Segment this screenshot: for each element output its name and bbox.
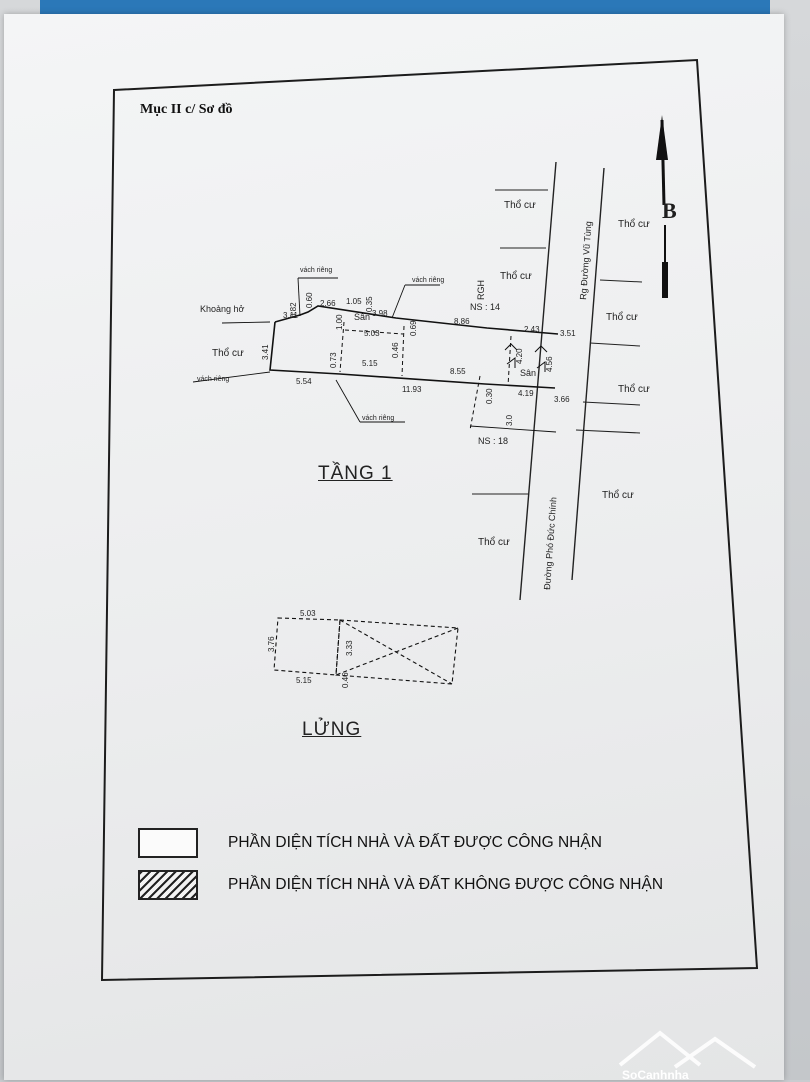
- dim-label: 1.05: [346, 297, 362, 306]
- label-tho-cu: Thổ cư: [212, 347, 244, 359]
- lot-outline: [269, 305, 559, 389]
- dim-label: 5.15: [296, 676, 312, 685]
- label-tho-cu: Thổ cư: [478, 536, 510, 548]
- watermark-house-icon: [618, 1030, 757, 1069]
- dim-label: 5.54: [296, 377, 312, 386]
- legend-item-not-recognized: PHẦN DIỆN TÍCH NHÀ VÀ ĐẤT KHÔNG ĐƯỢC CÔN…: [138, 870, 663, 900]
- dim-label: 8.86: [454, 317, 470, 326]
- dim-label: 0.60: [305, 292, 314, 308]
- mezzanine-caption: LỬNG: [302, 719, 362, 740]
- section-title: Mục II c/ Sơ đồ: [140, 102, 233, 117]
- dim-label: 0.30: [485, 388, 494, 404]
- label-tho-cu: Thổ cư: [602, 489, 634, 501]
- label-rgh: RGH: [476, 280, 486, 300]
- dim-label: 2.66: [320, 299, 336, 308]
- door-symbols: [504, 343, 548, 372]
- dimension-lines: [192, 277, 557, 433]
- document-paper: [4, 14, 784, 1080]
- label-san: Sân: [520, 368, 536, 378]
- dim-label: 2.43: [524, 325, 540, 334]
- label-san: Sân: [354, 312, 370, 322]
- label-vach-rieng: vách riêng: [197, 376, 229, 383]
- dim-label: 0.46: [391, 342, 400, 358]
- legend-text: PHẦN DIỆN TÍCH NHÀ VÀ ĐẤT ĐƯỢC CÔNG NHẬN: [228, 834, 602, 851]
- dim-label: 5.03: [300, 609, 316, 618]
- dim-label: 3.33: [345, 640, 354, 656]
- label-ns18: NS : 18: [478, 436, 508, 446]
- dim-label: 5.03: [364, 329, 380, 338]
- mezzanine-plan: [273, 617, 459, 685]
- north-label: B: [662, 198, 677, 223]
- dim-label: 4.19: [518, 389, 534, 398]
- neighbor-boundaries: [472, 189, 643, 495]
- dim-label: 5.15: [362, 359, 378, 368]
- label-street-left: Đường Phó Đức Chính: [542, 497, 558, 590]
- legend-blank-box: [138, 828, 198, 858]
- label-tho-cu: Thổ cư: [606, 311, 638, 323]
- dim-label: 0.82: [289, 302, 298, 318]
- north-arrow-icon: [656, 115, 668, 298]
- label-ns14: NS : 14: [470, 302, 500, 312]
- label-tho-cu: Thổ cư: [618, 218, 650, 230]
- dim-label: 11.93: [402, 385, 422, 394]
- dim-label: 4.20: [515, 348, 524, 364]
- label-vach-rieng: vách riêng: [300, 267, 332, 274]
- dim-label: 8.55: [450, 367, 466, 376]
- label-tho-cu: Thổ cư: [500, 270, 532, 282]
- dim-label: 3.41: [261, 344, 270, 360]
- document-frame: [100, 58, 759, 982]
- label-vach-rieng: vách riêng: [362, 415, 394, 422]
- legend-item-recognized: PHẦN DIỆN TÍCH NHÀ VÀ ĐẤT ĐƯỢC CÔNG NHẬN: [138, 828, 602, 858]
- dim-label: 3.98: [372, 309, 388, 318]
- label-vach-rieng: vách riêng: [412, 277, 444, 284]
- dim-label: 3.0: [505, 414, 514, 426]
- legend-hatched-box: [138, 870, 198, 900]
- label-tho-cu: Thổ cư: [504, 199, 536, 211]
- dim-label: 3.51: [560, 329, 576, 338]
- label-khoang-ho: Khoảng hở: [200, 304, 245, 314]
- dim-label: 3.76: [267, 636, 276, 652]
- label-street-right: Rg Đường Vũ Tùng: [578, 221, 593, 300]
- dim-label: 3.66: [554, 395, 570, 404]
- street-line: [571, 167, 605, 581]
- legend-text: PHẦN DIỆN TÍCH NHÀ VÀ ĐẤT KHÔNG ĐƯỢC CÔN…: [228, 876, 664, 893]
- dim-label: 1.00: [335, 314, 344, 330]
- dim-label: 0.46: [341, 672, 350, 688]
- floor1-caption: TẦNG 1: [318, 463, 393, 484]
- dim-label: 3.11: [283, 311, 299, 320]
- dim-label: 4.56: [545, 356, 554, 372]
- street-line: [519, 161, 557, 601]
- dim-label: 0.35: [365, 296, 374, 312]
- dim-label: 0.73: [329, 352, 338, 368]
- watermark-text: SoCanhnha: [622, 1068, 689, 1082]
- label-tho-cu: Thổ cư: [618, 383, 650, 395]
- dim-label: 0.69: [409, 320, 418, 336]
